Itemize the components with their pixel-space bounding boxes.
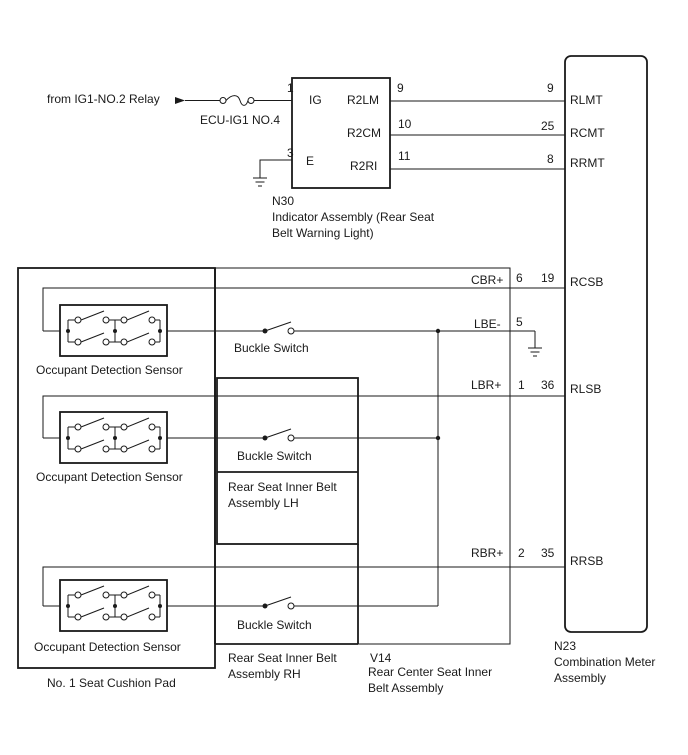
buckle-switch-icon bbox=[262, 428, 295, 442]
ground-icon bbox=[528, 347, 542, 357]
buckle-switch-label: Buckle Switch bbox=[234, 341, 309, 355]
n23-pin-rrsb-num: 35 bbox=[541, 546, 555, 560]
v14-pin-cbr-num: 6 bbox=[516, 271, 523, 285]
fuse-icon bbox=[225, 95, 249, 106]
n30-pin-r2ri-num: 11 bbox=[398, 149, 411, 163]
v14-code: V14 bbox=[370, 651, 392, 665]
buckle-switch-icon bbox=[262, 596, 295, 610]
n23-pin-rlsb-name: RLSB bbox=[570, 382, 601, 396]
fuse-label: ECU-IG1 NO.4 bbox=[200, 113, 280, 127]
n23-name-line1: Combination Meter bbox=[554, 655, 655, 669]
n23-pin-rcsb-num: 19 bbox=[541, 271, 555, 285]
n30-pin-r2cm-num: 10 bbox=[398, 117, 412, 131]
combination-meter-box bbox=[564, 55, 648, 633]
v14-pin-rbr-num: 2 bbox=[518, 546, 525, 560]
v14-name-line1: Rear Center Seat Inner bbox=[368, 665, 492, 679]
n23-pin-rlmt-name: RLMT bbox=[570, 93, 603, 107]
v14-pin-rbr-name: RBR+ bbox=[471, 546, 503, 560]
v14-pin-lbe-num: 5 bbox=[516, 315, 523, 329]
belt-rh-line2: Assembly RH bbox=[228, 667, 301, 681]
sensor-switch-icon bbox=[66, 310, 162, 346]
n30-pin-ig-name: IG bbox=[309, 93, 322, 107]
n23-name-line2: Assembly bbox=[554, 671, 606, 685]
sensor-switch-icon bbox=[66, 585, 162, 621]
n23-pin-rcmt-num: 25 bbox=[541, 119, 555, 133]
sensor-label: Occupant Detection Sensor bbox=[34, 640, 181, 654]
n23-pin-rlmt-num: 9 bbox=[547, 81, 554, 95]
n30-name-line2: Belt Warning Light) bbox=[272, 226, 374, 240]
seat-cushion-pad-box bbox=[17, 267, 216, 669]
n23-pin-rcmt-name: RCMT bbox=[570, 126, 605, 140]
buckle-switch-label: Buckle Switch bbox=[237, 618, 312, 632]
n30-pin-e-num: 3 bbox=[287, 146, 294, 160]
fuse-terminal bbox=[247, 97, 255, 104]
n30-pin-ig-num: 1 bbox=[287, 81, 294, 95]
n23-pin-rrmt-name: RRMT bbox=[570, 156, 605, 170]
v14-pin-lbr-num: 1 bbox=[518, 378, 525, 392]
n23-pin-rlsb-num: 36 bbox=[541, 378, 555, 392]
n30-pin-r2lm-num: 9 bbox=[397, 81, 404, 95]
belt-lh-line1: Rear Seat Inner Belt bbox=[228, 480, 337, 494]
indicator-assembly-box bbox=[291, 77, 391, 189]
buckle-switch-icon bbox=[262, 321, 295, 335]
ground-icon bbox=[253, 177, 267, 187]
n23-pin-rrsb-name: RRSB bbox=[570, 554, 603, 568]
n23-pin-rrmt-num: 8 bbox=[547, 152, 554, 166]
v14-pin-cbr-name: CBR+ bbox=[471, 273, 503, 287]
sensor-label: Occupant Detection Sensor bbox=[36, 470, 183, 484]
arrow-icon bbox=[175, 97, 185, 104]
n23-code: N23 bbox=[554, 639, 576, 653]
cushion-label: No. 1 Seat Cushion Pad bbox=[47, 676, 176, 690]
n30-pin-r2cm-name: R2CM bbox=[347, 126, 381, 140]
fuse-terminal bbox=[219, 97, 227, 104]
n30-pin-e-name: E bbox=[306, 154, 314, 168]
v14-pin-lbr-name: LBR+ bbox=[471, 378, 501, 392]
n30-pin-r2ri-name: R2RI bbox=[350, 159, 377, 173]
sensor-label: Occupant Detection Sensor bbox=[36, 363, 183, 377]
n30-code: N30 bbox=[272, 194, 294, 208]
source-label: from IG1-NO.2 Relay bbox=[47, 92, 160, 106]
belt-rh-line1: Rear Seat Inner Belt bbox=[228, 651, 337, 665]
belt-lh-line2: Assembly LH bbox=[228, 496, 299, 510]
belt-lh-box bbox=[216, 377, 359, 545]
n30-pin-r2lm-name: R2LM bbox=[347, 93, 379, 107]
v14-pin-lbe-name: LBE- bbox=[474, 317, 501, 331]
v14-name-line2: Belt Assembly bbox=[368, 681, 443, 695]
sensor-switch-icon bbox=[66, 417, 162, 453]
n23-pin-rcsb-name: RCSB bbox=[570, 275, 603, 289]
n30-name-line1: Indicator Assembly (Rear Seat bbox=[272, 210, 435, 224]
buckle-switch-label: Buckle Switch bbox=[237, 449, 312, 463]
